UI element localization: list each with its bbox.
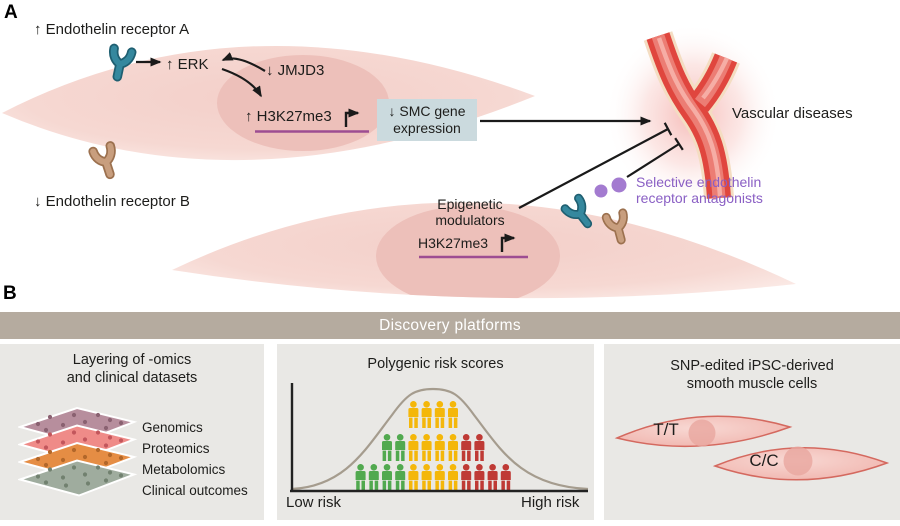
endothelin-receptor-a-icon (109, 43, 137, 82)
blood-vessel-icon (643, 31, 740, 200)
layer-label-metabolomics: Metabolomics (142, 462, 226, 477)
smooth-muscle-cell-illustration (2, 23, 796, 299)
ipsc-cells-illustration (614, 415, 890, 481)
person-icon (500, 464, 511, 491)
person-icon (461, 434, 472, 461)
bell-curve (291, 387, 589, 491)
person-icon (382, 434, 392, 461)
h3k27me3-label: ↑ H3K27me3 (245, 108, 332, 125)
antagonist-dot-icon (594, 184, 608, 198)
cc-genotype-label: C/C (749, 451, 779, 470)
person-icon (421, 401, 432, 428)
jmjd3-label: ↓ JMJD3 (266, 62, 325, 79)
endothelin-receptor-b-icon (88, 141, 116, 180)
person-icon (448, 434, 458, 461)
omics-title: Layering of -omics and clinical datasets (66, 352, 198, 386)
vascular-diseases-label: Vascular diseases (732, 105, 853, 122)
person-icon (395, 434, 406, 461)
person-icon (474, 434, 485, 461)
epigenetic-h3k27me3-label: H3K27me3 (418, 235, 489, 251)
epigenetic-modulators-label: Epigenetic modulators (435, 196, 505, 228)
person-icon (448, 401, 458, 428)
person-icon (448, 464, 458, 491)
person-icon (395, 464, 406, 491)
person-icon (461, 464, 472, 491)
layer-label-clinical-outcomes: Clinical outcomes (142, 483, 248, 498)
omics-layers-illustration (18, 406, 138, 497)
person-icon (434, 401, 445, 428)
low-risk-label: Low risk (286, 494, 342, 511)
receptor-a-label: ↑ Endothelin receptor A (34, 21, 190, 38)
antagonist-receptor-teal-icon (560, 193, 593, 229)
person-icon (355, 464, 366, 491)
antagonists-label: Selective endothelin receptor antagonist… (636, 174, 763, 206)
inhibition-line-epigenetic (518, 122, 673, 209)
antagonist-receptor-tan-icon (601, 208, 628, 245)
person-pictograms (355, 401, 511, 491)
tt-genotype-label: T/T (653, 420, 679, 439)
arrow-jmjd3-to-erk (221, 52, 266, 72)
omics-layer (18, 459, 138, 497)
erk-label: ↑ ERK (166, 56, 209, 73)
person-icon (434, 434, 445, 461)
person-icon (421, 464, 432, 491)
person-icon (487, 464, 498, 491)
ipsc-title: SNP-edited iPSC-derived smooth muscle ce… (670, 358, 834, 392)
person-icon (408, 401, 419, 428)
inhibition-line-antagonists (626, 137, 684, 178)
panel-a-label: A (4, 2, 18, 23)
antagonist-dot-icon (611, 177, 627, 193)
layer-label-proteomics: Proteomics (142, 441, 210, 456)
receptor-b-label: ↓ Endothelin receptor B (34, 193, 190, 210)
person-icon (421, 434, 432, 461)
cc-cell-nucleus (783, 446, 813, 476)
smc-gene-expression-box: ↓ SMC gene expression (377, 99, 477, 141)
person-icon (474, 464, 485, 491)
person-icon (408, 434, 419, 461)
discovery-platforms-banner: Discovery platforms (0, 312, 900, 339)
chart-axes (290, 383, 588, 493)
tss-arrow-1 (344, 108, 360, 127)
tt-cell-nucleus (688, 419, 716, 447)
panel-b-label: B (3, 283, 17, 304)
person-icon (408, 464, 419, 491)
tss-arrow-2 (500, 233, 516, 252)
layer-label-genomics: Genomics (142, 420, 203, 435)
arrow-erk-to-h3k27me3 (221, 67, 262, 98)
polygenic-risk-chart (290, 383, 589, 493)
high-risk-label: High risk (521, 494, 580, 511)
person-icon (368, 464, 379, 491)
person-icon (382, 464, 392, 491)
prs-title: Polygenic risk scores (367, 356, 504, 372)
person-icon (434, 464, 445, 491)
